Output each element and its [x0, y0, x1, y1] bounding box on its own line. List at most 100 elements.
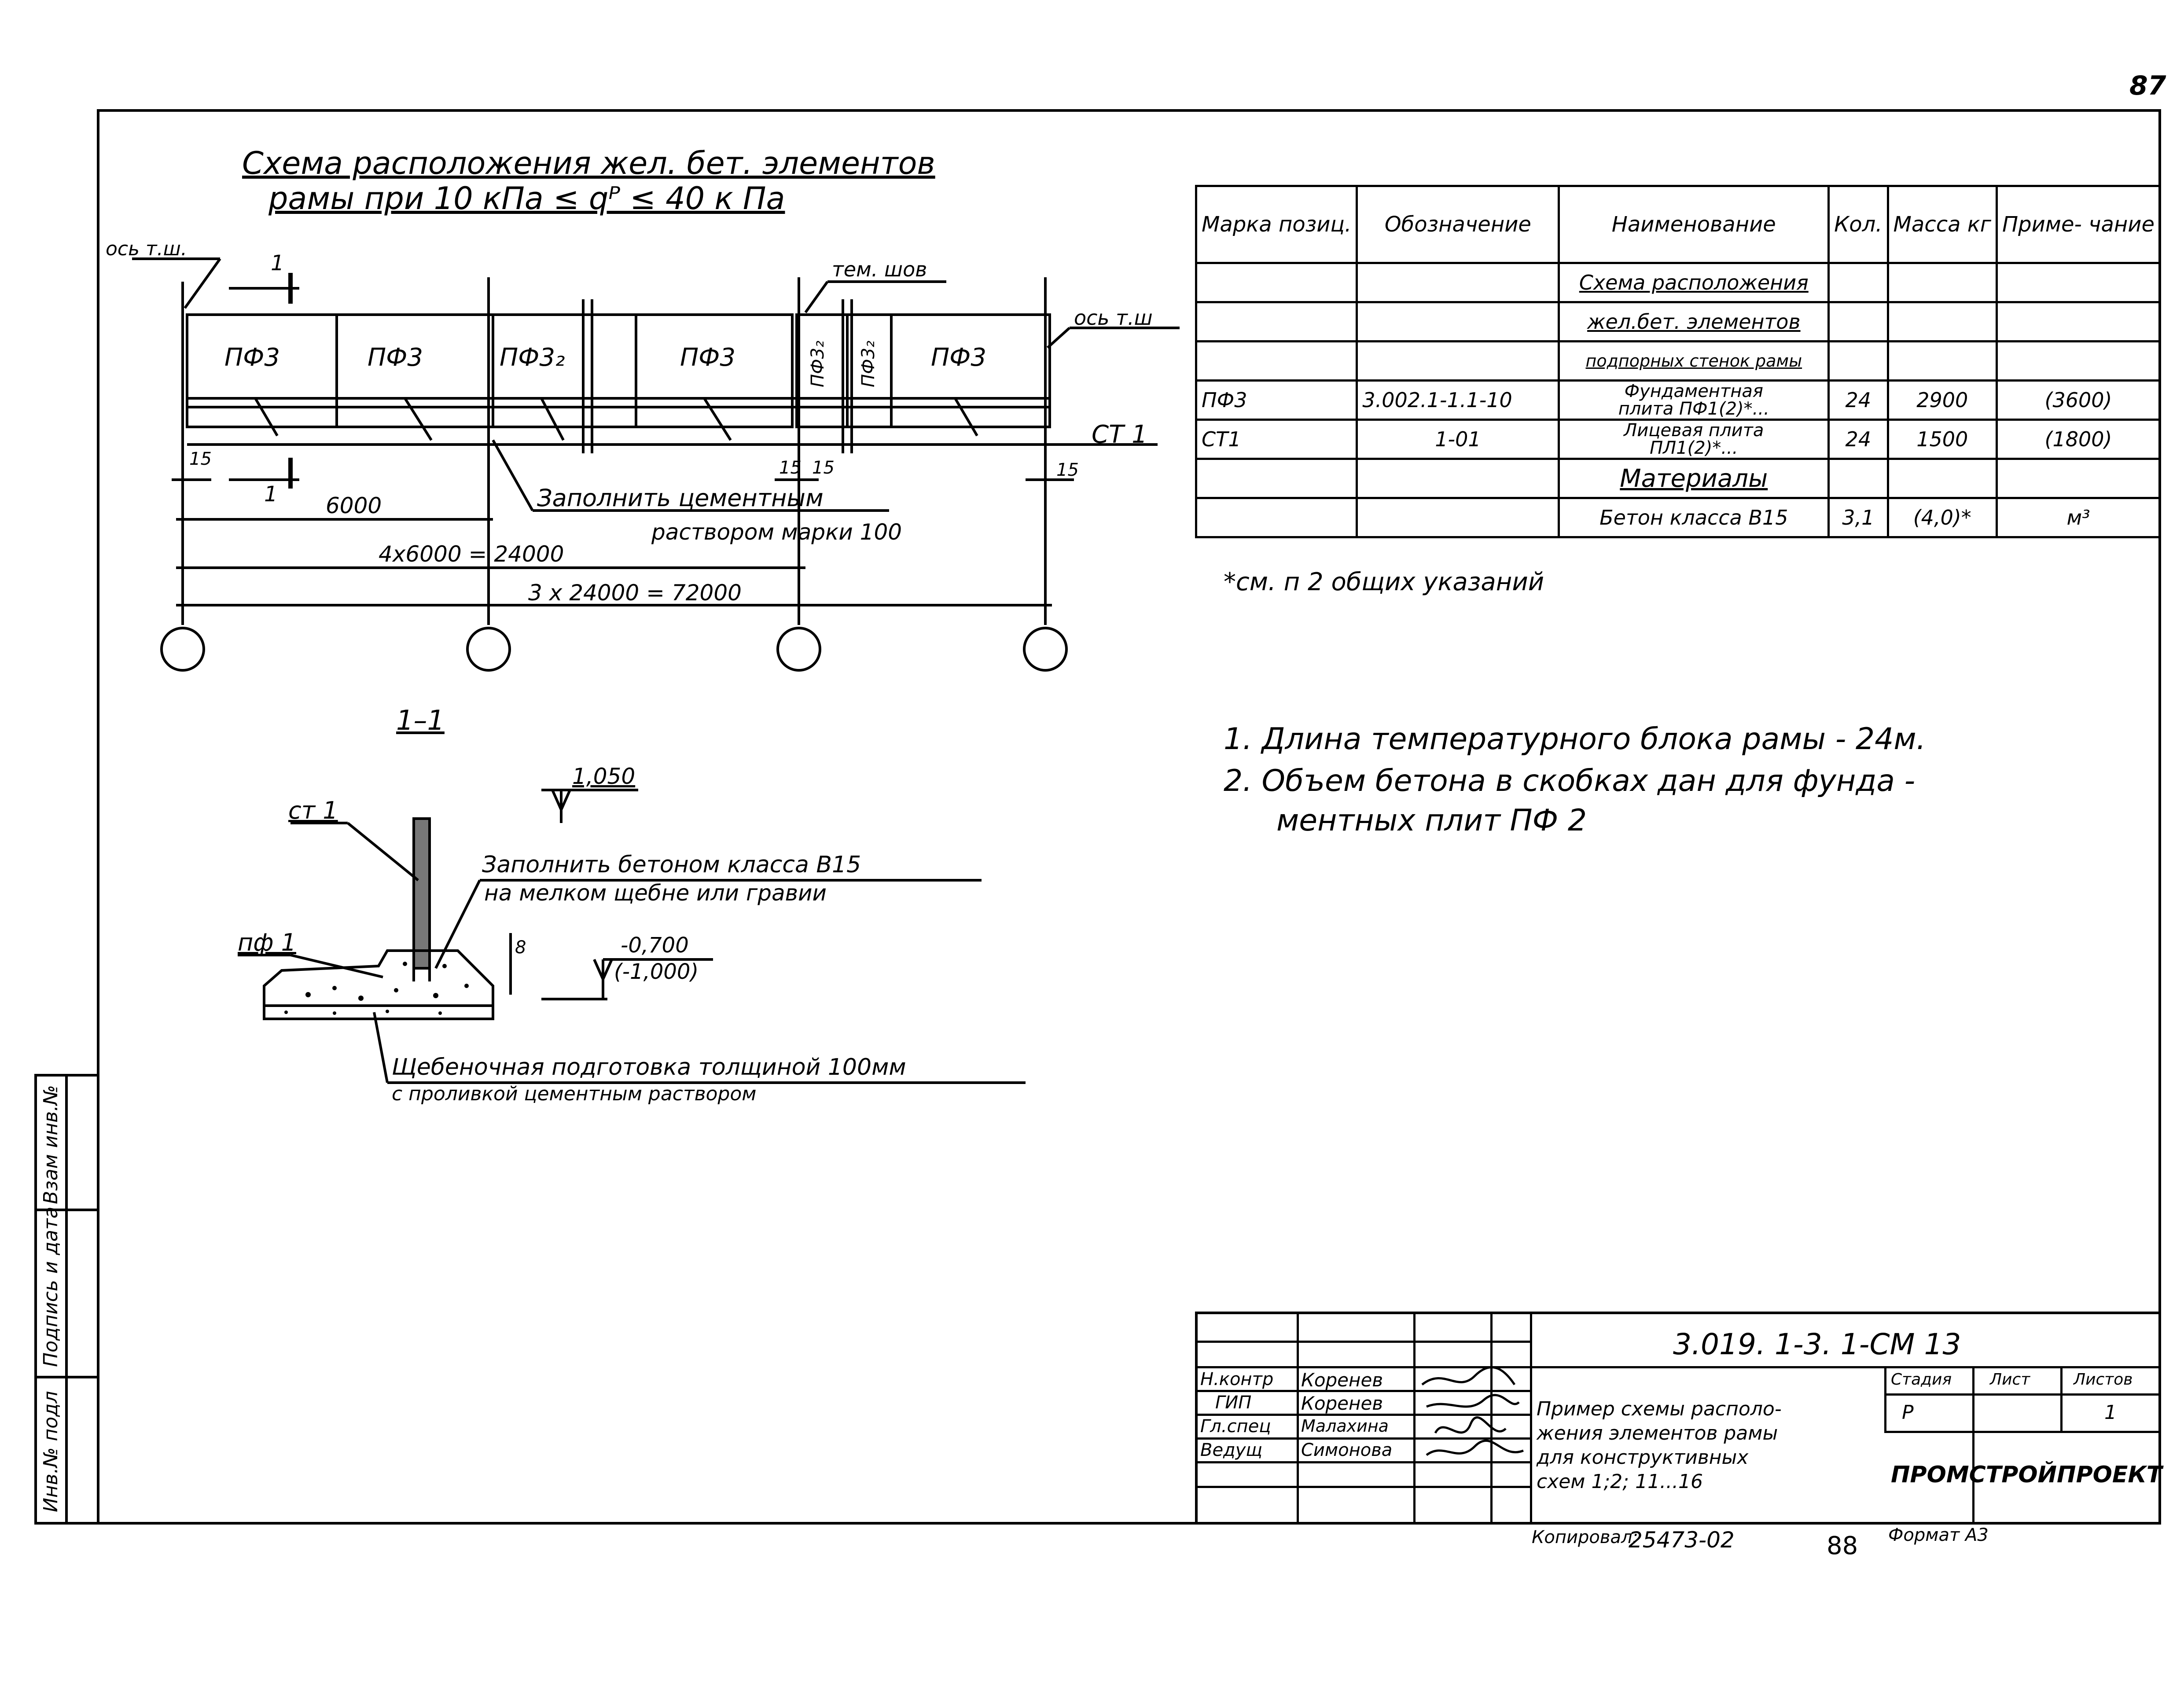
table-row: ПФ3 3.002.1-1.1-10 Фундаментная плита ПФ…	[1195, 379, 2161, 421]
row-name-line2: ПЛ1(2)*...	[1650, 438, 1738, 458]
row-name-line2: плита ПФ1(2)*...	[1618, 399, 1769, 419]
title-line2: жения элементов рамы	[1537, 1422, 1778, 1444]
gap-dim: 15	[812, 458, 835, 478]
table-row: Бетон класса В15 3,1 (4,0)* м³	[1195, 497, 2161, 538]
row-note: (1800)	[1996, 419, 2161, 460]
gap-dim: 15	[189, 449, 212, 469]
section-fill-note-line1: Заполнить бетоном класса В15	[482, 852, 861, 878]
stamp-inv-label: Инв.№ подл	[40, 1391, 62, 1512]
table-row: жел.бет. элементов	[1195, 301, 2161, 342]
page-bottom-number: 88	[1827, 1532, 1858, 1560]
section-slab-label: пф 1	[238, 929, 296, 956]
section-fill-note-line2: на мелком щебне или гравии	[484, 880, 827, 906]
name-4: Симонова	[1301, 1440, 1393, 1460]
name-3: Малахина	[1301, 1416, 1389, 1436]
materials-header: Материалы	[1558, 458, 1830, 499]
section-mark-bottom: 1	[264, 482, 278, 507]
page-number: 87	[2129, 70, 2166, 101]
title-line3: для конструктивных	[1537, 1446, 1749, 1469]
row-designation: 3.002.1-1.1-10	[1356, 379, 1560, 421]
title-line1: Пример схемы располо-	[1537, 1398, 1782, 1420]
stage-value: Р	[1902, 1401, 1914, 1424]
drawing-code: 3.019. 1-3. 1-СМ 13	[1673, 1327, 1961, 1361]
material-note: м³	[1996, 497, 2161, 538]
level-bottom: -0,700	[621, 933, 689, 958]
row-qty: 24	[1827, 379, 1889, 421]
header-mark: Марка позиц.	[1195, 185, 1358, 264]
section-mark-top: 1	[271, 251, 284, 276]
material-mass: (4,0)*	[1886, 497, 1998, 538]
sheets-header: Листов	[2074, 1371, 2133, 1389]
row-mark: ПФ3	[1195, 379, 1358, 421]
table-header-row: Марка позиц. Обозначение Наименование Ко…	[1195, 185, 2161, 264]
axis-label-right: ось т.ш	[1074, 306, 1153, 330]
slab-label: ПФ3	[368, 343, 423, 372]
title-line4: схем 1;2; 11...16	[1537, 1470, 1703, 1493]
copied-label: Копировал:	[1532, 1527, 1639, 1547]
group-line: жел.бет. элементов	[1558, 301, 1830, 342]
side-stamp: Инв.№ подл Подпись и дата Взам инв.№	[34, 1074, 99, 1525]
section-title: 1–1	[396, 704, 445, 736]
role-3: Гл.спец	[1200, 1416, 1271, 1437]
note-2-cont: ментных плит ПФ 2	[1276, 803, 1587, 838]
row-name-line1: Фундаментная	[1624, 381, 1763, 401]
organization: ПРОМСТРОЙПРОЕКТ	[1891, 1462, 2162, 1488]
fill-note-line1: Заполнить цементным	[537, 484, 824, 512]
row-designation: 1-01	[1356, 419, 1560, 460]
row-qty: 24	[1827, 419, 1889, 460]
drawing-frame	[97, 109, 2161, 1525]
table-row: СТ1 1-01 Лицевая плита ПЛ1(2)*... 24 150…	[1195, 419, 2161, 460]
gravel-note-line1: Щебеночная подготовка толщиной 100мм	[392, 1054, 906, 1080]
temp-joint-label: тем. шов	[832, 257, 927, 281]
format-label: Формат А3	[1888, 1525, 1989, 1545]
stage-header: Стадия	[1891, 1371, 1952, 1389]
dim-6000: 6000	[326, 493, 382, 518]
table-row: Материалы	[1195, 458, 2161, 499]
dim-72000: 3 х 24000 = 72000	[528, 580, 742, 606]
section-wall-label: ст 1	[288, 797, 338, 824]
slab-label: ПФ3	[680, 343, 735, 372]
dim-24000: 4х6000 = 24000	[379, 541, 564, 567]
gravel-note-line2: с проливкой цементным раствором	[392, 1083, 757, 1105]
level-top: 1,050	[572, 764, 636, 789]
fill-note-line2: раствором марки 100	[651, 519, 902, 545]
level-bottom-alt: (-1,000)	[614, 959, 699, 984]
gap-dim: 15	[779, 458, 802, 478]
row-mass: 2900	[1886, 379, 1998, 421]
row-name-line1: Лицевая плита	[1624, 420, 1764, 441]
axis-label-left: ось т.ш.	[106, 238, 187, 260]
sheets-value: 1	[2104, 1401, 2117, 1424]
header-mass: Масса кг	[1886, 185, 1998, 264]
name-1: Коренев	[1301, 1369, 1383, 1391]
role-1: Н.контр	[1200, 1369, 1274, 1389]
header-designation: Обозначение	[1356, 185, 1560, 264]
material-qty: 3,1	[1827, 497, 1889, 538]
role-4: Ведущ	[1200, 1440, 1263, 1460]
title-block: 3.019. 1-3. 1-СМ 13 Н.контр ГИП Гл.спец …	[1195, 1312, 2162, 1525]
note-1: 1. Длина температурного блока рамы - 24м…	[1224, 722, 1926, 757]
scheme-title-line2: рамы при 10 кПа ≤ qᴾ ≤ 40 к Па	[268, 180, 785, 217]
side-dim: 8	[515, 937, 526, 958]
specification-table: Марка позиц. Обозначение Наименование Ко…	[1195, 185, 2161, 538]
group-line: подпорных стенок рамы	[1558, 340, 1830, 382]
gap-dim: 15	[1056, 460, 1079, 480]
group-line: Схема расположения	[1558, 262, 1830, 303]
wall-label: СТ 1	[1092, 420, 1147, 449]
slab-label: ПФ3₂	[500, 343, 565, 372]
table-row: подпорных стенок рамы	[1195, 340, 2161, 382]
order-number: 25473-02	[1629, 1527, 1735, 1553]
scheme-title-line1: Схема расположения жел. бет. элементов	[242, 145, 935, 181]
stamp-sign-label: Подпись и дата	[40, 1206, 62, 1367]
header-qty: Кол.	[1827, 185, 1889, 264]
header-note: Приме- чание	[1996, 185, 2161, 264]
table-row: Схема расположения	[1195, 262, 2161, 303]
footnote: *см. п 2 общих указаний	[1224, 568, 1544, 596]
signatures	[1421, 1366, 1524, 1456]
row-note: (3600)	[1996, 379, 2161, 421]
note-2: 2. Объем бетона в скобках дан для фунда …	[1224, 764, 1916, 798]
slab-label: ПФ3	[931, 343, 986, 372]
header-name: Наименование	[1558, 185, 1830, 264]
plan-scheme	[132, 257, 1180, 672]
slab-label: ПФ3	[224, 343, 280, 372]
row-mass: 1500	[1886, 419, 1998, 460]
